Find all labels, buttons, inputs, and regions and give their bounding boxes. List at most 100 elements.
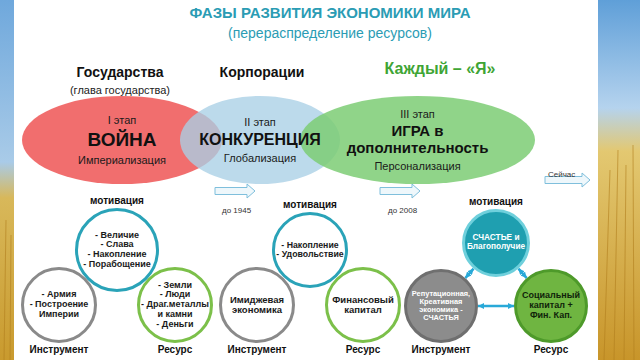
node-body: Социальный капитал + Фин. Кап. [514, 269, 588, 343]
label-holder: Государства [77, 63, 164, 81]
node-body: - Земли- Люди- Драг.металлы и камни- Ден… [137, 267, 213, 343]
circle-area: - Армия- Построение Империи [21, 267, 97, 343]
column-subheader: (глава государства) [70, 84, 170, 97]
node-body: III этапИГРА в дополнительностьПерсонали… [300, 96, 535, 184]
circle-heading: мотивация [462, 195, 530, 209]
circle-shape [327, 269, 400, 342]
circle-text: - Удовольствие [276, 250, 343, 259]
circle-heading: Инструмент [219, 343, 295, 357]
circle-shape [77, 210, 158, 291]
circle-shape [221, 269, 294, 342]
motivation-circle: мотивация- Величие- Слава- Накопление- П… [75, 194, 159, 292]
label-holder: Сейчас [548, 163, 575, 181]
circle-heading: Инструмент [21, 343, 97, 357]
instrument-circle: Репутационная, Креативная экономика - СЧ… [404, 269, 478, 357]
phase-ellipse: III этапИГРА в дополнительностьПерсонали… [300, 96, 535, 184]
subtitle: (перераспределение ресурсов) [228, 25, 432, 41]
node-body: - Накопление- Удовольствие [272, 212, 348, 288]
circle-area: СЧАСТЬЕ и Благополучие [462, 209, 530, 277]
circle-area: Репутационная, Креативная экономика - СЧ… [404, 269, 478, 343]
phase-note: Империализация [78, 154, 166, 166]
circle-text: - Слава [100, 240, 133, 250]
node-body: Имиджевая экономика [219, 267, 295, 343]
circle-text: Репутационная, Креативная экономика - СЧ… [409, 290, 473, 322]
circle-text: - Накопление [281, 241, 338, 250]
circle-text: - Порабощение [83, 260, 151, 270]
circle-heading: мотивация [272, 198, 348, 212]
circle-text: - Земли [158, 281, 192, 291]
date-label: до 2008 [388, 206, 417, 215]
phase-note: II этап [244, 116, 276, 128]
ellipse-fill [180, 96, 340, 184]
label-holder: ФАЗЫ РАЗВИТИЯ ЭКОНОМИКИ МИРА [189, 4, 470, 22]
circle-text: - Люди [160, 290, 191, 300]
label-holder: Корпорации [220, 63, 305, 81]
circle-area: - Земли- Люди- Драг.металлы и камни- Ден… [137, 267, 213, 343]
double-arrow [465, 269, 473, 279]
motivation-circle: мотивация- Накопление- Удовольствие [272, 198, 348, 288]
label-holder: (перераспределение ресурсов) [228, 24, 432, 42]
column-header: Корпорации [220, 64, 305, 80]
circle-heading: Инструмент [404, 343, 478, 357]
circle-text: - Величие [95, 231, 139, 241]
node-body: СЧАСТЬЕ и Благополучие [462, 209, 530, 277]
label-holder: до 1945 [222, 199, 251, 217]
node-body: Финансовый капитал [325, 267, 401, 343]
photo-strip [598, 0, 640, 360]
resource-circle: Финансовый капиталРесурс [325, 267, 401, 357]
circle-area: - Накопление- Удовольствие [272, 212, 348, 288]
circle-heading: Ресурс [325, 343, 401, 357]
circle-area: Имиджевая экономика [219, 267, 295, 343]
instrument-circle: Имиджевая экономикаИнструмент [219, 267, 295, 357]
column-header: Каждый – «Я» [385, 60, 496, 78]
phase-ellipse: II этапКОНКУРЕНЦИЯ Глобализация [180, 96, 340, 184]
block-arrow [215, 184, 255, 198]
double-arrow [478, 305, 514, 308]
instrument-circle: - Армия- Построение ИмперииИнструмент [21, 267, 97, 357]
ellipse-fill [300, 96, 535, 184]
circle-area: - Величие- Слава- Накопление- Порабощени… [75, 208, 159, 292]
circle-shape [23, 269, 96, 342]
circle-text: - Деньги [156, 320, 193, 330]
circle-text: СЧАСТЬЕ и Благополучие [465, 234, 527, 252]
circle-heading: Ресурс [514, 343, 588, 357]
circle-text: Имиджевая экономика [225, 295, 289, 316]
circle-text: Финансовый капитал [331, 295, 395, 316]
phase-name: ИГРА в дополнительность [343, 123, 493, 157]
circle-shape [516, 271, 587, 342]
circle-area: Финансовый капитал [325, 267, 401, 343]
block-arrow [380, 184, 420, 198]
photo-strip [0, 0, 14, 360]
date-label: до 1945 [222, 206, 251, 215]
circle-text: - Армия [42, 290, 77, 300]
node-body: - Величие- Слава- Накопление- Порабощени… [75, 208, 159, 292]
circle-text: - Построение Империи [26, 300, 92, 319]
circle-shape [406, 271, 477, 342]
column-header: Государства [77, 64, 164, 80]
circle-text: - Драг.металлы и камни [141, 300, 209, 319]
resource-circle: Социальный капитал + Фин. Кап. Ресурс [514, 269, 588, 357]
circle-heading: Ресурс [137, 343, 213, 357]
circle-shape [274, 214, 347, 287]
label-holder: до 2008 [388, 199, 417, 217]
diagram-title: ФАЗЫ РАЗВИТИЯ ЭКОНОМИКИ МИРА [189, 4, 470, 21]
phase-note: Глобализация [224, 152, 296, 164]
label-holder: (глава государства) [70, 80, 170, 98]
circle-area: Социальный капитал + Фин. Кап. [514, 269, 588, 343]
date-label: Сейчас [548, 170, 575, 179]
double-arrow [518, 269, 526, 279]
circle-heading: мотивация [75, 194, 159, 208]
node-body: - Армия- Построение Империи [21, 267, 97, 343]
phase-name: ВОЙНА [87, 129, 156, 150]
circle-shape [139, 269, 212, 342]
circle-text: Социальный капитал + Фин. Кап. [520, 291, 582, 320]
node-body: Репутационная, Креативная экономика - СЧ… [404, 269, 478, 343]
phase-name: КОНКУРЕНЦИЯ [199, 131, 320, 149]
circle-text: - Накопление [88, 250, 147, 260]
phase-note: Персонализация [374, 160, 460, 172]
phase-note: I этап [108, 114, 136, 126]
phase-note: III этап [400, 108, 435, 120]
motivation-circle: мотивацияСЧАСТЬЕ и Благополучие [462, 195, 530, 277]
label-holder: Каждый – «Я» [385, 60, 496, 78]
